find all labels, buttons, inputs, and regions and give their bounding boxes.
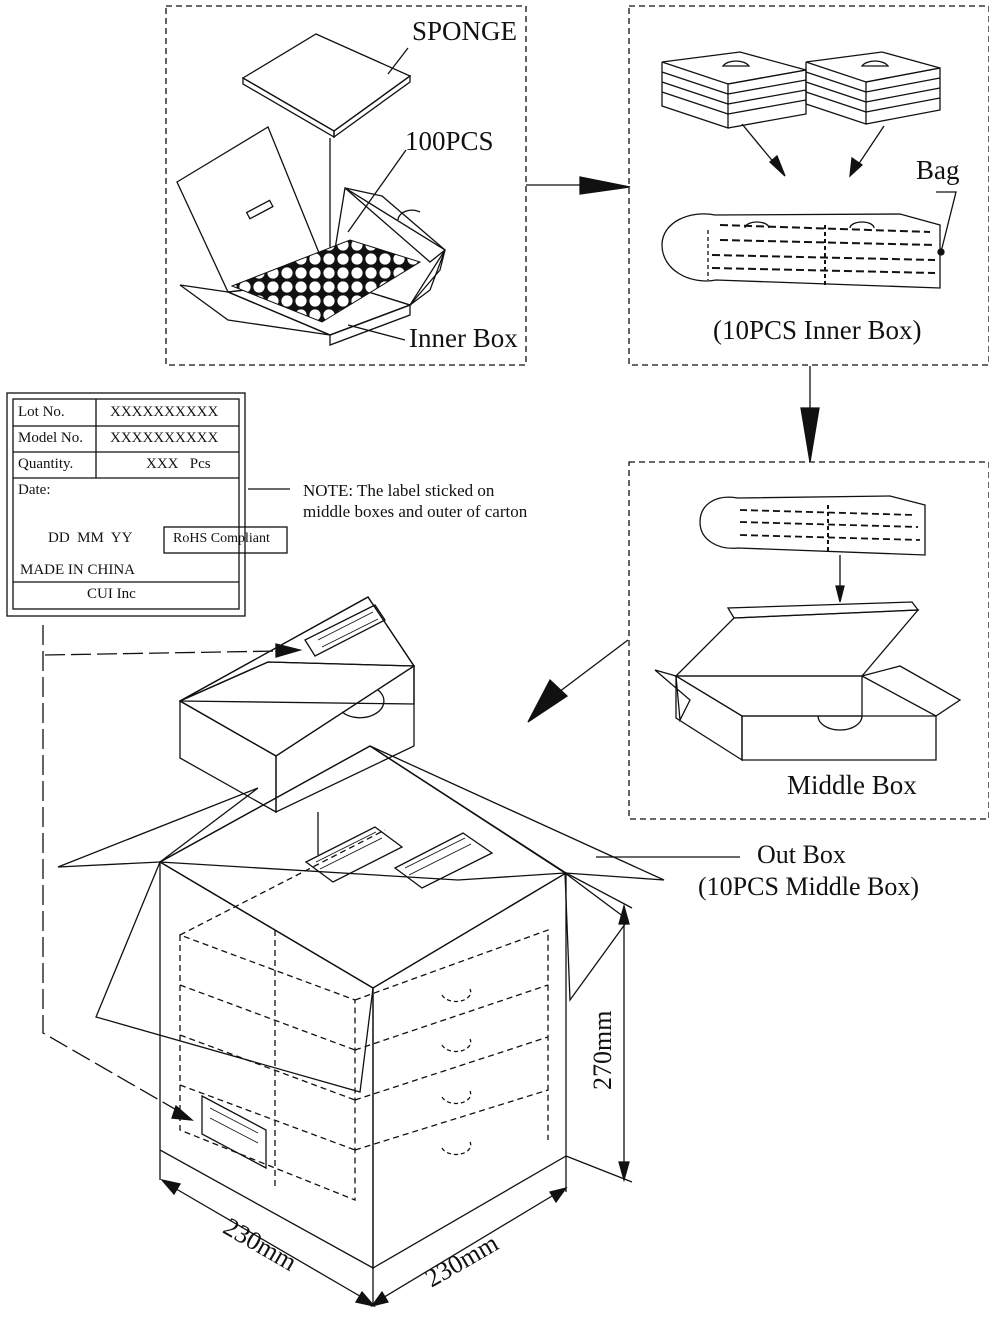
middle-box-label: Middle Box [787, 770, 917, 800]
inner-box-label: Inner Box [409, 323, 518, 353]
inner-box-10-label: (10PCS Inner Box) [713, 315, 922, 345]
model-label: Model No. [18, 430, 83, 446]
middle-box-lifted [178, 596, 416, 855]
panel-inner-box [165, 5, 527, 366]
company-label: CUI Inc [87, 586, 136, 602]
label-leader [42, 625, 181, 1113]
note-line-2: middle boxes and outer of carton [303, 502, 528, 521]
dim-height-label: 270mm [588, 1010, 617, 1090]
inner-box-open [176, 126, 447, 346]
qty-label: Quantity. [18, 456, 74, 472]
bagged-inner-boxes [661, 191, 957, 289]
label-card [6, 392, 290, 617]
lot-value: XXXXXXXXXX [110, 404, 219, 420]
rohs-badge: RoHS Compliant [173, 531, 270, 546]
bagged-boxes-small [699, 495, 926, 603]
out-box-10-label: (10PCS Middle Box) [698, 872, 920, 901]
date-format: DD MM YY [48, 530, 133, 546]
note-line-1: NOTE: The label sticked on [303, 481, 495, 500]
out-box [57, 745, 740, 1270]
lot-label: Lot No. [18, 404, 65, 420]
date-label: Date: [18, 482, 51, 498]
inner-box-stack-right [805, 51, 941, 125]
model-value: XXXXXXXXXX [110, 430, 219, 446]
inner-box-stack-left [661, 51, 807, 129]
sponge-label: SPONGE [412, 16, 518, 46]
dimension-lines [159, 872, 633, 1308]
qty-value: XXX Pcs [146, 456, 211, 472]
out-box-label: Out Box [757, 840, 846, 869]
middle-box-open [654, 601, 962, 762]
panel-bag [628, 5, 989, 366]
pcs100-label: 100PCS [405, 126, 494, 156]
panel-middle-box [628, 461, 989, 820]
made-in-label: MADE IN CHINA [20, 562, 135, 578]
sponge-sheet [241, 33, 412, 285]
bag-label: Bag [916, 155, 960, 185]
